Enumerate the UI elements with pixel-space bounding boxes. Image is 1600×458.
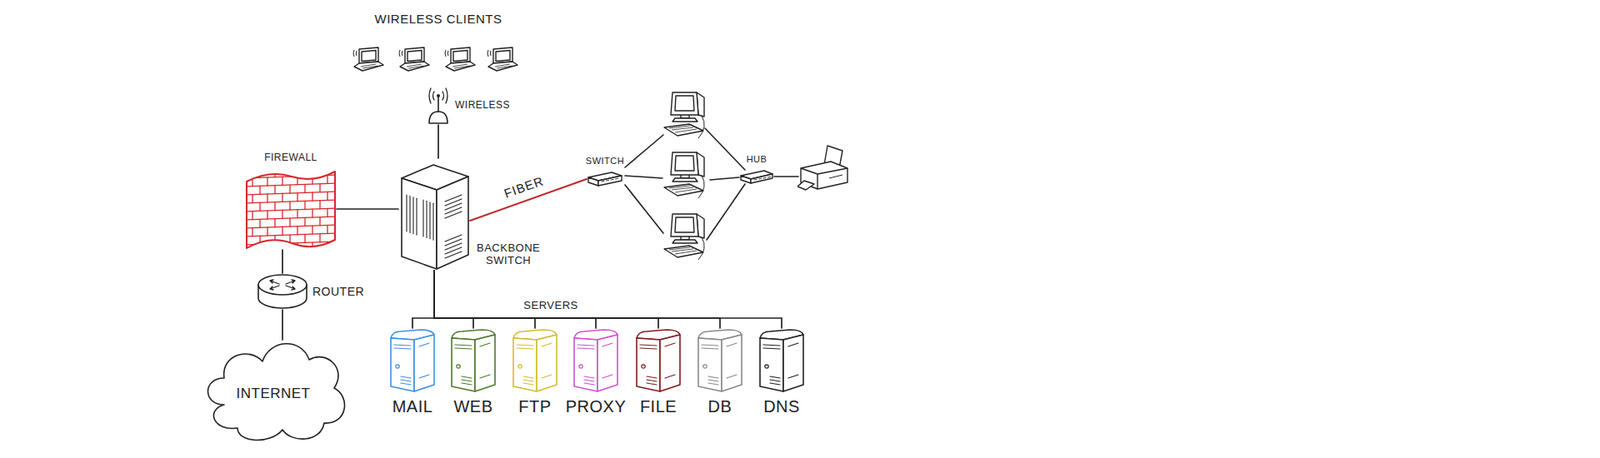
backbone-switch: BACKBONE SWITCH: [398, 158, 470, 271]
node-label: WEB: [453, 397, 493, 417]
laptop-icon: [399, 47, 430, 71]
workstation-icon: [664, 152, 705, 199]
network-link: [412, 270, 435, 329]
node-label: MAIL: [392, 397, 434, 417]
server: FILE: [635, 328, 682, 392]
server: PROXY: [572, 328, 620, 392]
lan-wire: [625, 135, 664, 168]
group-heading: WIRELESS CLIENTS: [374, 11, 502, 26]
wireless-access-point: WIRELESS: [425, 86, 451, 125]
node-label: ROUTER: [312, 285, 365, 299]
backbone-switch-icon: [398, 158, 470, 271]
workstation-icon: [664, 92, 705, 139]
node-label: FIREWALL: [264, 152, 318, 165]
laptop-icon: [487, 47, 518, 71]
wireless-access-point-icon: [425, 86, 451, 125]
wireless-laptops: [353, 47, 518, 71]
workstation-icon: [664, 214, 705, 260]
server-icon: [572, 328, 620, 392]
node-label: DNS: [763, 397, 800, 417]
node-label: DB: [708, 397, 733, 417]
network-link: [437, 125, 440, 159]
server: DNS: [758, 328, 805, 392]
internet-cloud: INTERNET: [199, 336, 348, 445]
lan-wire: [710, 177, 740, 180]
server: MAIL: [389, 328, 436, 392]
server: WEB: [450, 328, 497, 392]
switch: SWITCH: [586, 170, 624, 188]
hub: HUB: [739, 169, 775, 185]
router: ROUTER: [256, 273, 309, 310]
server: FTP: [511, 328, 559, 392]
lan-wire: [706, 184, 745, 240]
laptop-icon: [353, 47, 384, 71]
network-link: [434, 270, 474, 329]
link-label: FIBER: [500, 173, 549, 203]
firewall: FIREWALL: [245, 168, 337, 250]
node-label: INTERNET: [236, 385, 311, 403]
bus-label: SERVERS: [523, 299, 578, 312]
network-link: [336, 208, 399, 210]
network-link: [281, 250, 284, 274]
network-link: [281, 310, 284, 340]
network-link: [434, 270, 596, 329]
node-label: FILE: [640, 397, 677, 417]
node-label: SWITCH: [585, 155, 625, 167]
server-icon: [511, 328, 559, 392]
server-icon: [450, 328, 497, 392]
firewall-icon: [245, 168, 337, 250]
server: DB: [696, 328, 744, 392]
node-label: WIRELESS: [455, 100, 510, 112]
node-label: HUB: [746, 154, 768, 165]
node-label: PROXY: [565, 397, 627, 417]
node-label: BACKBONE SWITCH: [476, 242, 540, 268]
hub-icon: [739, 169, 775, 185]
server-icon: [758, 328, 805, 392]
lan-wire: [625, 175, 663, 179]
network-link: [434, 270, 720, 329]
server-icon: [635, 328, 682, 392]
lan-wire: [705, 128, 745, 170]
network-link: [434, 270, 659, 329]
server-icon: [696, 328, 744, 392]
node-label: FTP: [518, 397, 551, 417]
router-icon: [256, 273, 309, 310]
lan-wires: [625, 128, 799, 240]
switch-icon: [586, 170, 624, 188]
server-icon: [389, 328, 436, 392]
lan-wire: [774, 175, 799, 178]
network-link: [434, 270, 782, 329]
printer-icon: [797, 145, 848, 190]
laptop-icon: [445, 47, 475, 71]
network-link: [434, 270, 535, 329]
lan-wire: [625, 185, 664, 234]
